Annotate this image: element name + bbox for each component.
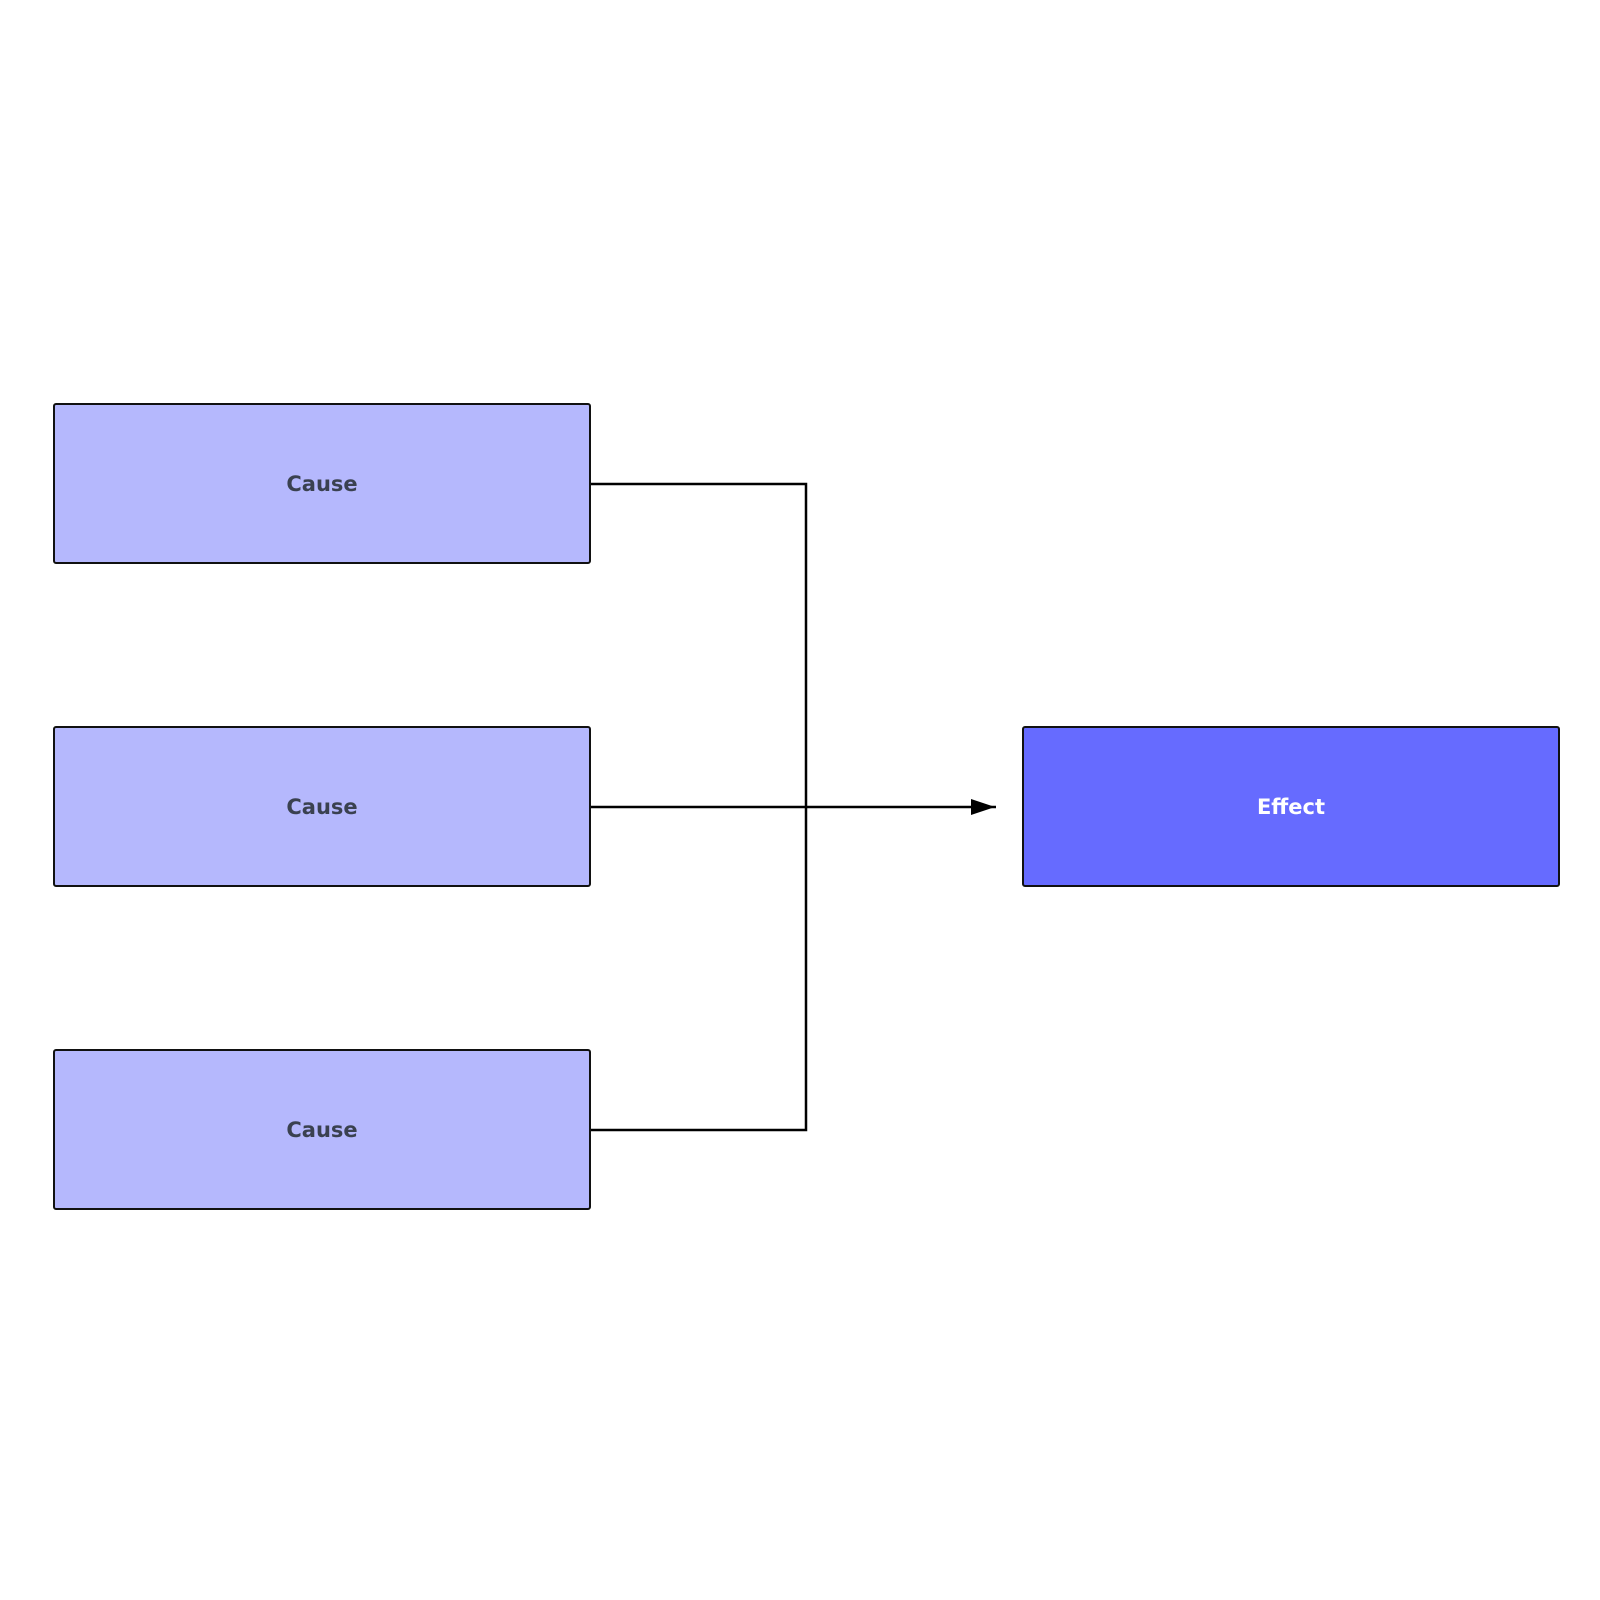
- effect-node[interactable]: Effect: [1022, 726, 1560, 887]
- arrowhead-icon: [971, 799, 995, 815]
- cause-label: Cause: [286, 1117, 358, 1142]
- cause-label: Cause: [286, 471, 358, 496]
- effect-label: Effect: [1256, 794, 1326, 819]
- cause-node-3[interactable]: Cause: [53, 1049, 591, 1210]
- connector-cause-3: [591, 807, 808, 1132]
- cause-node-1[interactable]: Cause: [53, 403, 591, 564]
- cause-label: Cause: [286, 794, 358, 819]
- cause-node-2[interactable]: Cause: [53, 726, 591, 887]
- connector-cause-1: [591, 482, 808, 807]
